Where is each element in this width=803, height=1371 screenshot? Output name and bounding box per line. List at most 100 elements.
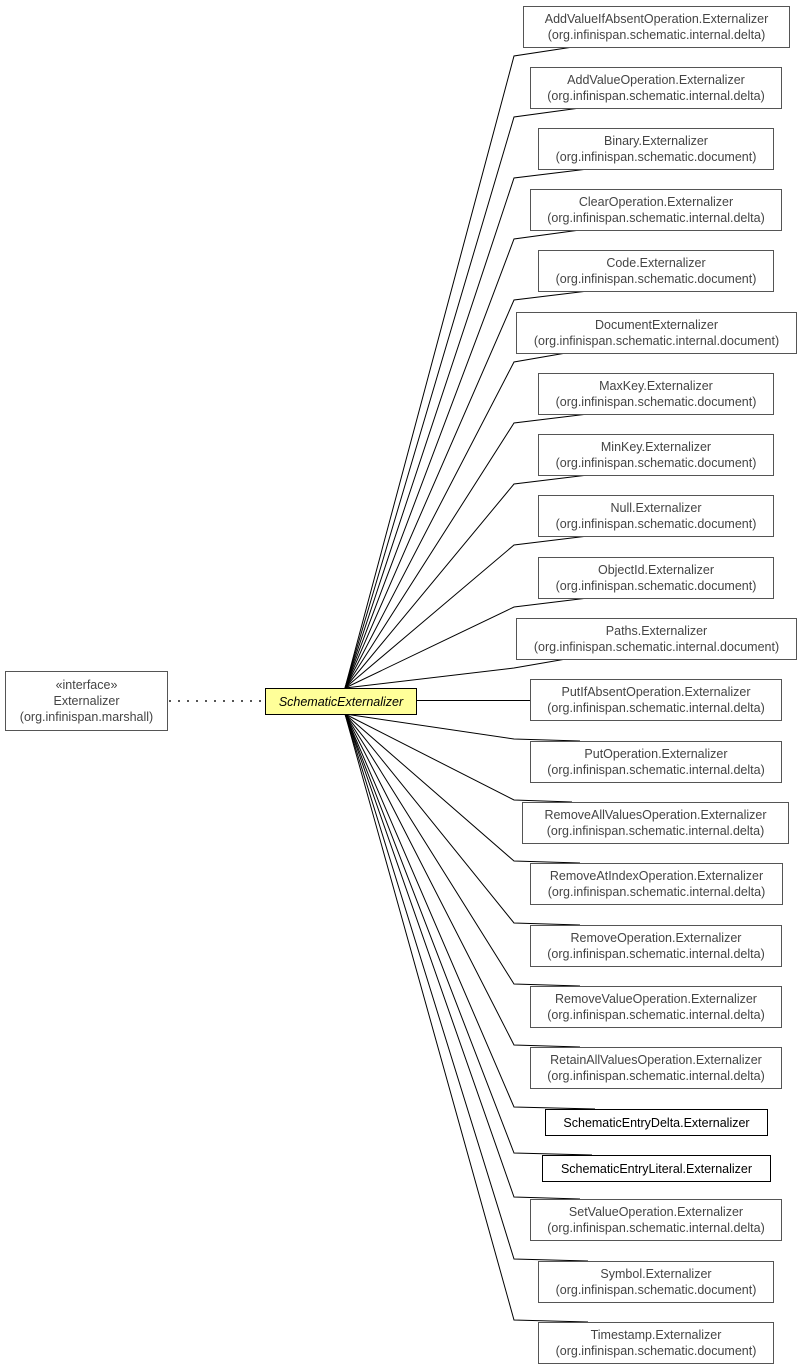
- class-schematicentrydelta-externalizer[interactable]: SchematicEntryDelta.Externalizer: [545, 1109, 768, 1136]
- class-putoperation-externalizer[interactable]: PutOperation.Externalizer (org.infinispan…: [530, 741, 782, 783]
- class-symbol-externalizer[interactable]: Symbol.Externalizer (org.infinispan.schem…: [538, 1261, 774, 1303]
- class-putifabsentoperation-externalizer[interactable]: PutIfAbsentOperation.Externalizer(org.in…: [530, 679, 782, 721]
- interface-externalizer[interactable]: «interface» Externalizer (org.infinispan…: [5, 671, 168, 731]
- class-documentexternalizer[interactable]: DocumentExternalizer(org.infinispan.sche…: [516, 312, 797, 354]
- class-name: Paths.Externalizer: [606, 624, 707, 638]
- class-box: [516, 312, 797, 354]
- class-code-externalizer[interactable]: Code.Externalizer (org.infinispan.schemat…: [538, 250, 774, 292]
- class-box: [538, 434, 774, 476]
- class-removeoperation-externalizer[interactable]: RemoveOperation.Externalizer(org.infinis…: [530, 925, 782, 967]
- class-box: [523, 6, 790, 48]
- class-package: (org.infinispan.schematic.document): [556, 1344, 757, 1358]
- class-package: (org.infinispan.schematic.internal.delta…: [548, 28, 765, 42]
- class-box: [530, 189, 782, 231]
- class-removeallvaluesoperation-externalizer[interactable]: RemoveAllValuesOperation.Externalizer (or…: [522, 802, 789, 844]
- class-schematic-externalizer[interactable]: SchematicExternalizer: [265, 688, 417, 715]
- class-package: (org.infinispan.schematic.internal.delta…: [547, 763, 764, 777]
- class-name: Null.Externalizer: [610, 501, 701, 515]
- class-removeatindexoperation-externalizer[interactable]: RemoveAtIndexOperation.Externalizer (org.…: [530, 863, 783, 905]
- class-box: [530, 1199, 782, 1241]
- class-name: RemoveValueOperation.Externalizer: [555, 992, 757, 1006]
- class-box: [542, 1155, 771, 1182]
- class-box: [538, 1322, 774, 1364]
- class-retainallvaluesoperation-externalizer[interactable]: RetainAllValuesOperation.Externalizer (or…: [530, 1047, 782, 1089]
- class-minkey-externalizer[interactable]: MinKey.Externalizer(org.infinispan.schem…: [538, 434, 774, 476]
- class-name: SchematicEntryLiteral.Externalizer: [561, 1162, 752, 1176]
- class-name: Binary.Externalizer: [604, 134, 708, 148]
- interface-package: (org.infinispan.marshall): [20, 710, 153, 724]
- class-name: MinKey.Externalizer: [601, 440, 711, 454]
- class-name: ObjectId.Externalizer: [598, 563, 714, 577]
- edge-retainallvaluesoperation-externalizer: [344, 713, 581, 1048]
- class-box: [538, 250, 774, 292]
- class-name: RemoveAtIndexOperation.Externalizer: [550, 869, 763, 883]
- class-name: MaxKey.Externalizer: [599, 379, 713, 393]
- edge-setvalueoperation-externalizer: [344, 713, 581, 1200]
- class-package: (org.infinispan.schematic.internal.docum…: [534, 640, 779, 654]
- edge-binary-externalizer: [344, 168, 589, 689]
- edge-code-externalizer: [344, 290, 589, 689]
- class-box: [538, 1261, 774, 1303]
- edge-removeallvaluesoperation-externalizer: [344, 713, 573, 803]
- class-box: [516, 618, 797, 660]
- class-name: Code.Externalizer: [606, 256, 705, 270]
- edge-removeoperation-externalizer: [344, 713, 581, 926]
- class-name: PutIfAbsentOperation.Externalizer: [562, 685, 751, 699]
- edge-objectid-externalizer: [344, 597, 589, 689]
- class-name: RetainAllValuesOperation.Externalizer: [550, 1053, 762, 1067]
- class-name: Symbol.Externalizer: [600, 1267, 711, 1281]
- class-name: ClearOperation.Externalizer: [579, 195, 733, 209]
- class-package: (org.infinispan.schematic.internal.delta…: [547, 1069, 764, 1083]
- edge-minkey-externalizer: [344, 474, 589, 689]
- class-name: Timestamp.Externalizer: [591, 1328, 722, 1342]
- class-package: (org.infinispan.schematic.document): [556, 1283, 757, 1297]
- class-box: [530, 986, 782, 1028]
- class-null-externalizer[interactable]: Null.Externalizer (org.infinispan.schemat…: [538, 495, 774, 537]
- class-name: SetValueOperation.Externalizer: [569, 1205, 743, 1219]
- class-removevalueoperation-externalizer[interactable]: RemoveValueOperation.Externalizer (org.in…: [530, 986, 782, 1028]
- class-addvalueifabsentoperation-externalizer[interactable]: AddValueIfAbsentOperation.Externalizer(o…: [523, 6, 790, 48]
- edge-paths-externalizer: [344, 658, 567, 689]
- class-package: (org.infinispan.schematic.document): [556, 150, 757, 164]
- class-package: (org.infinispan.schematic.internal.delta…: [547, 1008, 764, 1022]
- class-clearoperation-externalizer[interactable]: ClearOperation.Externalizer(org.infinisp…: [530, 189, 782, 231]
- class-timestamp-externalizer[interactable]: Timestamp.Externalizer (org.infinispan.sc…: [538, 1322, 774, 1364]
- class-box: [545, 1109, 768, 1136]
- class-schematicentryliteral-externalizer[interactable]: SchematicEntryLiteral.Externalizer: [542, 1155, 771, 1182]
- interface-box: [5, 671, 168, 731]
- edge-removeatindexoperation-externalizer: [344, 713, 581, 864]
- class-box: [530, 1047, 782, 1089]
- edge-clearoperation-externalizer: [344, 229, 581, 689]
- interface-stereotype: «interface»: [56, 678, 118, 692]
- class-box: [538, 373, 774, 415]
- class-box: [522, 802, 789, 844]
- class-paths-externalizer[interactable]: Paths.Externalizer (org.infinispan.schema…: [516, 618, 797, 660]
- subclass-nodes: AddValueIfAbsentOperation.Externalizer(o…: [516, 6, 797, 1364]
- edge-putoperation-externalizer: [344, 713, 581, 742]
- class-package: (org.infinispan.schematic.internal.delta…: [547, 824, 764, 838]
- edge-null-externalizer: [344, 535, 589, 689]
- edge-timestamp-externalizer: [344, 713, 589, 1323]
- class-package: (org.infinispan.schematic.internal.delta…: [548, 885, 765, 899]
- class-addvalueoperation-externalizer[interactable]: AddValueOperation.Externalizer(org.infin…: [530, 67, 782, 109]
- edge-removevalueoperation-externalizer: [344, 713, 581, 987]
- edge-addvalueifabsentoperation-externalizer: [344, 46, 574, 689]
- class-binary-externalizer[interactable]: Binary.Externalizer (org.infinispan.schem…: [538, 128, 774, 170]
- class-name: DocumentExternalizer: [595, 318, 718, 332]
- class-box: [530, 863, 783, 905]
- class-name: AddValueOperation.Externalizer: [567, 73, 745, 87]
- class-setvalueoperation-externalizer[interactable]: SetValueOperation.Externalizer(org.infin…: [530, 1199, 782, 1241]
- class-name: RemoveOperation.Externalizer: [571, 931, 742, 945]
- class-name: PutOperation.Externalizer: [584, 747, 727, 761]
- class-package: (org.infinispan.schematic.document): [556, 517, 757, 531]
- class-package: (org.infinispan.schematic.document): [556, 272, 757, 286]
- class-box: [530, 741, 782, 783]
- edge-addvalueoperation-externalizer: [344, 107, 581, 689]
- class-maxkey-externalizer[interactable]: MaxKey.Externalizer (org.infinispan.schem…: [538, 373, 774, 415]
- class-objectid-externalizer[interactable]: ObjectId.Externalizer(org.infinispan.sch…: [538, 557, 774, 599]
- class-package: (org.infinispan.schematic.document): [556, 395, 757, 409]
- class-name: RemoveAllValuesOperation.Externalizer: [544, 808, 766, 822]
- class-box: [538, 128, 774, 170]
- class-name: SchematicEntryDelta.Externalizer: [563, 1116, 749, 1130]
